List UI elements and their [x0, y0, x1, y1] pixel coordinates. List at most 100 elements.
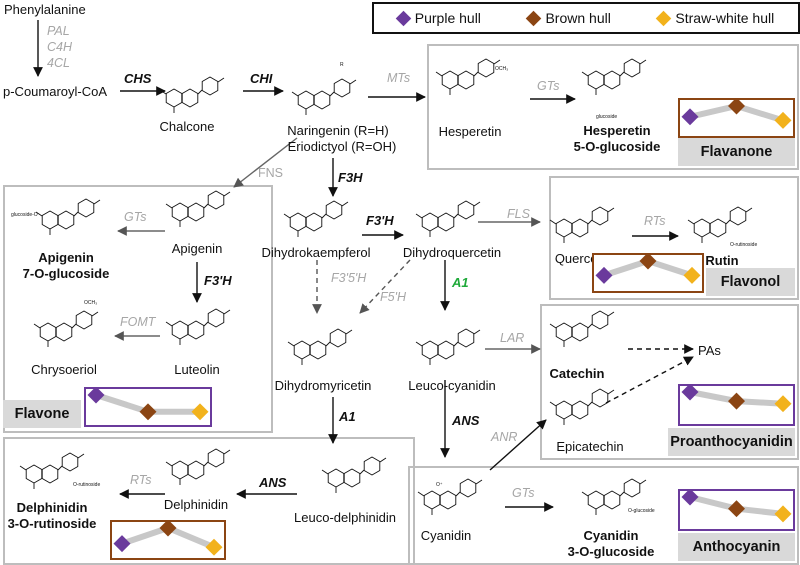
compound-hesperetin-glucoside-line1: Hesperetin [583, 123, 651, 138]
structure-annotation: OCH₃ [84, 300, 97, 306]
compound-naringenin: Naringenin (R=H) [287, 123, 389, 138]
enzyme-f3ph-luteolin: F3'H [204, 273, 232, 288]
enzyme-c4h: C4H [47, 40, 73, 54]
compound-leucodelphinidin: Leuco-delphinidin [294, 510, 396, 525]
dihydrokaempferol-structure [283, 200, 349, 237]
hesperetin-structure: OCH₃ [435, 58, 508, 95]
enzyme-rts-rutin: RTs [644, 214, 666, 228]
legend-label-brown: Brown hull [545, 10, 611, 26]
legend: Purple hull Brown hull Straw-white hull [372, 2, 800, 34]
trend-anthocyanin [678, 489, 795, 531]
trend-marker-straw [774, 111, 792, 129]
trend-marker-purple [681, 384, 699, 401]
flavone-group-box [3, 185, 273, 433]
compound-delphinidin-rutinoside-line1: Delphinidin [16, 500, 88, 515]
compound-catechin: Catechin [549, 366, 605, 381]
trend-flavonol [592, 253, 704, 293]
enzyme-rts-delphinidin: RTs [130, 473, 152, 487]
trend-proanthocyanidin [678, 384, 795, 426]
compound-chalcone: Chalcone [159, 119, 215, 134]
compound-apigenin-glucoside-line2: 7-O-glucoside [22, 266, 110, 281]
compound-delphinidin: Delphinidin [163, 497, 229, 512]
compound-luteolin: Luteolin [174, 362, 220, 377]
leucodelphinidin-structure [321, 456, 387, 493]
catechin-structure [549, 310, 615, 347]
class-tag-anthocyanin: Anthocyanin [678, 533, 795, 561]
enzyme-f3h: F3H [338, 170, 363, 185]
class-tag-flavonol: Flavonol [706, 268, 795, 296]
compound-rutin: Rutin [705, 253, 739, 268]
trend-flavone [84, 387, 212, 427]
delphinidin-group-box [3, 437, 415, 565]
dihydromyricetin-structure [287, 328, 353, 365]
brown-diamond-icon [526, 10, 542, 26]
trend-marker-purple [681, 108, 699, 126]
enzyme-4cl: 4CL [47, 56, 70, 70]
trend-marker-purple [595, 266, 613, 284]
compound-hesperetin: Hesperetin [438, 124, 502, 139]
compound-hesperetin-glucoside-line2: 5-O-glucoside [573, 139, 661, 154]
enzyme-fomt: FOMT [120, 315, 156, 329]
trend-marker-brown [728, 98, 745, 115]
enzyme-f35h: F3'5'H [331, 271, 367, 285]
enzyme-a1: A1 [339, 409, 356, 424]
enzyme-ans-delphinidin: ANS [259, 475, 287, 490]
compound-chrysoeriol: Chrysoeriol [31, 362, 97, 377]
class-tag-flavone: Flavone [3, 400, 81, 428]
legend-label-straw: Straw-white hull [675, 10, 775, 26]
compound-dihydroquercetin: Dihydroquercetin [402, 245, 502, 260]
compound-epicatechin: Epicatechin [556, 439, 624, 454]
compound-delphinidin-rutinoside-line2: 3-O-rutinoside [7, 516, 97, 531]
compound-dihydrokaempferol: Dihydrokaempferol [261, 245, 371, 260]
compound-cyanidin-glucoside-line2: 3-O-glucoside [567, 544, 655, 559]
trend-marker-purple [681, 489, 699, 506]
legend-item-brown: Brown hull [526, 10, 611, 26]
arrow-fns [233, 137, 298, 188]
trend-marker-brown [728, 500, 745, 518]
apigenin-structure [165, 190, 231, 227]
enzyme-chi: CHI [250, 71, 273, 86]
class-tag-flavanone: Flavanone [678, 138, 795, 166]
structure-annotation: glucoside [596, 114, 617, 120]
enzyme-chs: CHS [124, 71, 152, 86]
compound-dihydromyricetin: Dihydromyricetin [274, 378, 372, 393]
structure-annotation: O-glucoside [628, 508, 655, 514]
trend-marker-straw [683, 266, 701, 284]
structure-annotation: glucoside-O [11, 212, 38, 218]
enzyme-anr: ANR [491, 430, 518, 444]
enzyme-gts-hesperetin: GTs [537, 79, 560, 93]
proanthocyanidin-group-box [540, 304, 799, 460]
delphinidin-structure [165, 448, 231, 485]
compound-leucocyanidin: Leuco-cyanidin [408, 378, 496, 393]
trend-marker-brown [639, 253, 657, 270]
quercetin-structure [549, 206, 615, 243]
trend-flavanone [678, 98, 795, 138]
compound-pas: PAs [698, 343, 721, 358]
epicatechin-structure [549, 388, 615, 425]
structure-annotation: R [340, 62, 344, 68]
enzyme-a1-green: A1 [452, 275, 469, 290]
structure-annotation: O⁺ [436, 482, 443, 488]
trend-marker-straw [774, 395, 792, 413]
trend-marker-brown [159, 520, 177, 537]
arrow-f5h [359, 259, 411, 314]
flavonol-group-box [549, 176, 799, 300]
compound-cyanidin-glucoside-line1: Cyanidin [583, 528, 639, 543]
apigenin-glucoside-structure: glucoside-O [11, 198, 101, 235]
enzyme-gts-cyanidin: GTs [512, 486, 535, 500]
enzyme-f3ph: F3'H [366, 213, 394, 228]
purple-diamond-icon [395, 10, 412, 26]
trend-marker-straw [774, 505, 792, 523]
compound-cyanidin: Cyanidin [420, 528, 472, 543]
arrow-epicatechin-pas [605, 356, 694, 404]
compound-apigenin-glucoside-line1: Apigenin [38, 250, 94, 265]
rutin-structure: O-rutinoside [687, 206, 757, 248]
trend-marker-brown [139, 403, 157, 421]
flavanone-group-box [427, 44, 799, 170]
enzyme-lar: LAR [500, 331, 525, 345]
enzyme-fls: FLS [507, 207, 530, 221]
compound-apigenin: Apigenin [171, 241, 223, 256]
trend-delphinidin [110, 520, 226, 560]
